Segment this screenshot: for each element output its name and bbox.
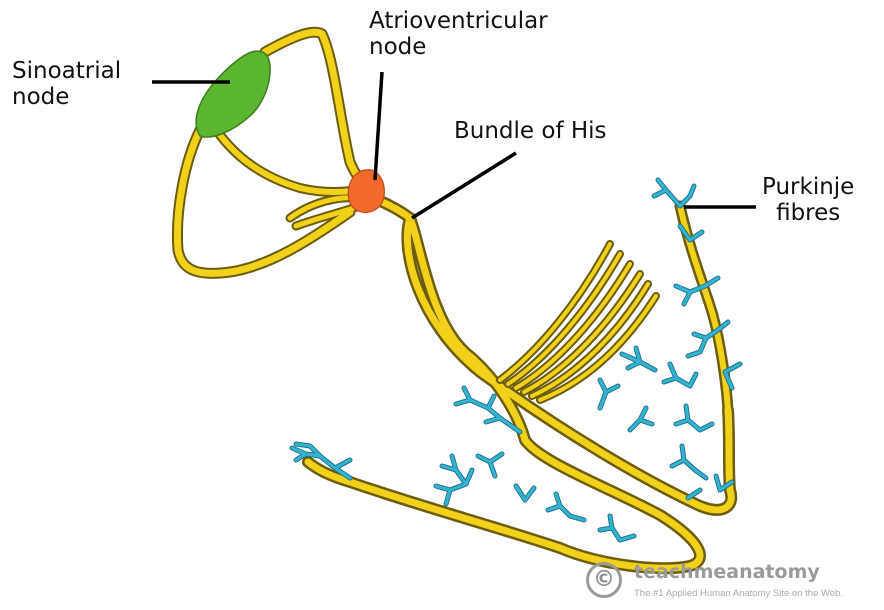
bundle-of-his-label: Bundle of His <box>454 118 607 144</box>
watermark-tagline: The #1 Applied Human Anatomy Site on the… <box>634 588 843 599</box>
copyright-icon: © <box>586 562 622 598</box>
watermark-name: teachmeanatomy <box>634 561 820 583</box>
internodal-pathways <box>172 26 372 279</box>
sinoatrial-node <box>195 50 271 138</box>
atrioventricular-node <box>347 169 385 213</box>
fiber-fan <box>496 240 660 404</box>
av-label-line1: Atrioventricular <box>369 8 548 34</box>
av-label-line2: node <box>369 34 427 60</box>
bundle-label-text: Bundle of His <box>454 118 607 144</box>
sinoatrial-label-line1: Sinoatrial <box>12 58 122 84</box>
sinoatrial-node-label: Sinoatrial node <box>12 58 121 110</box>
purkinje-fibres-label: Purkinje fibres <box>762 174 854 226</box>
sinoatrial-label-line2: node <box>12 84 70 110</box>
purkinje-label-line2: fibres <box>776 200 841 226</box>
atrioventricular-node-label: Atrioventricular node <box>369 8 548 60</box>
bundle-of-his-pointer <box>411 151 517 220</box>
av-node-pointer <box>373 71 384 181</box>
purkinje-network <box>289 177 743 543</box>
watermark: © teachmeanatomy The #1 Applied Human An… <box>586 560 856 606</box>
purkinje-label-line1: Purkinje <box>762 174 855 200</box>
